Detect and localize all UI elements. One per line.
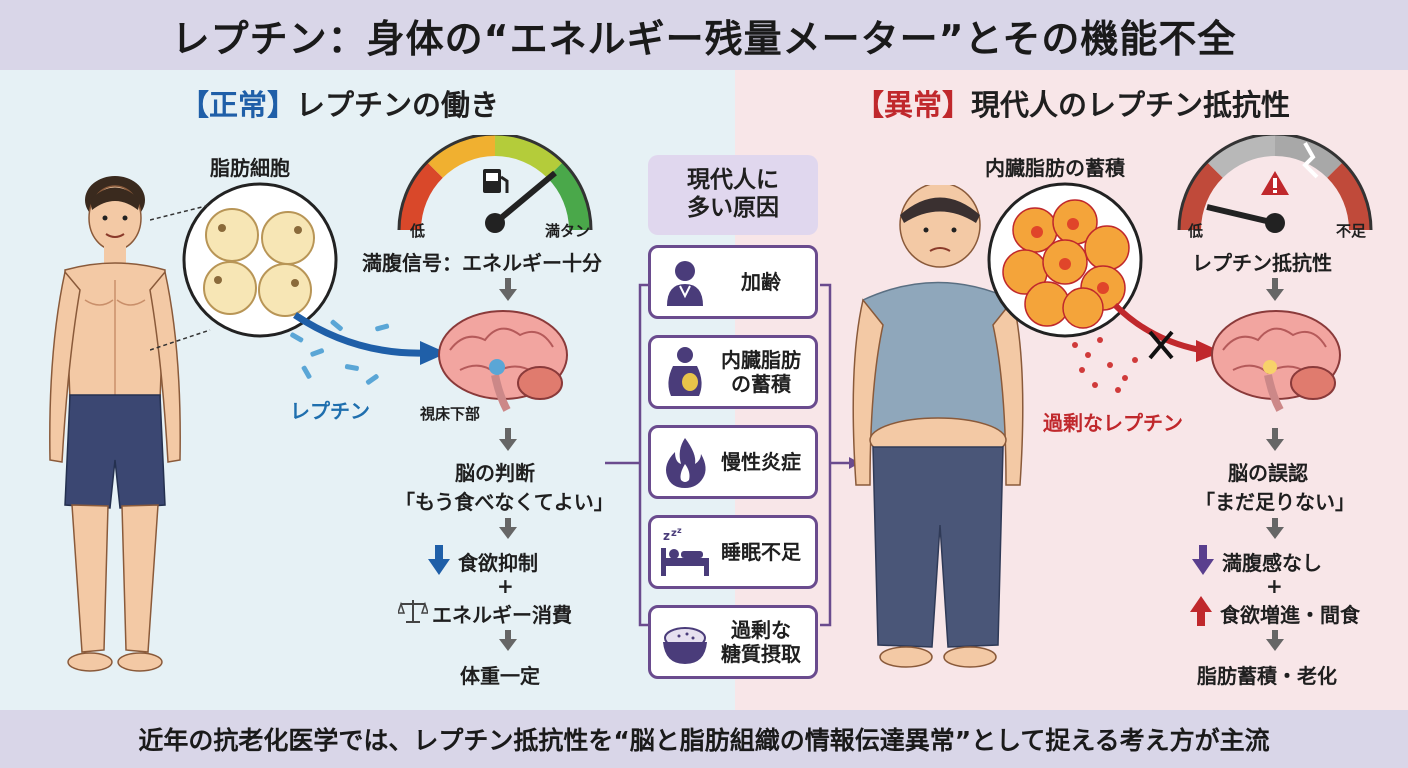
title-bar: レプチン：身体の“エネルギー残量メーター”とその機能不全 bbox=[0, 0, 1408, 70]
plus-label-right: + bbox=[1266, 574, 1283, 598]
cause-sleep-label: 睡眠不足 bbox=[721, 540, 801, 564]
visceral-fat-label: 内臓脂肪の蓄積 bbox=[985, 156, 1125, 180]
cause-sugar-label2: 糖質摂取 bbox=[721, 642, 801, 666]
leptin-excess-arrow bbox=[1072, 302, 1222, 393]
causes-header: 現代人に 多い原因 bbox=[648, 155, 818, 235]
cause-aging-label: 加齢 bbox=[741, 270, 781, 294]
arrow-down-icon bbox=[1266, 439, 1284, 451]
sleep-icon: z z z bbox=[661, 526, 709, 576]
brain-misjudgement-quote: 「まだ足りない」 bbox=[1195, 490, 1355, 514]
arrow-down-icon bbox=[499, 639, 517, 651]
fat-cell-label: 脂肪細胞 bbox=[210, 156, 290, 180]
appetite-suppression-label: 食欲抑制 bbox=[458, 551, 538, 575]
brain-judgement-title: 脳の判断 bbox=[455, 461, 535, 485]
footer-bar: 近年の抗老化医学では、レプチン抵抗性を“脳と脂肪組織の情報伝達異常”として捉える… bbox=[0, 710, 1408, 768]
arrow-down-icon bbox=[499, 439, 517, 451]
brain-abnormal-illustration bbox=[1211, 310, 1341, 412]
causes-header-line2: 多い原因 bbox=[687, 195, 779, 221]
gauge-full-label: 満タン bbox=[545, 222, 591, 240]
plus-label: + bbox=[497, 574, 514, 598]
belly-fat-icon bbox=[668, 347, 702, 396]
cause-visceral-fat-label1: 内臓脂肪 bbox=[721, 348, 801, 372]
cause-sleep: z z z 睡眠不足 bbox=[648, 515, 818, 589]
gauge-low-label: 低 bbox=[410, 222, 426, 240]
footer-text: 近年の抗老化医学では、レプチン抵抗性を“脳と脂肪組織の情報伝達異常”として捉える… bbox=[138, 726, 1270, 755]
leptin-label: レプチン bbox=[290, 399, 370, 423]
excess-leptin-label: 過剰なレプチン bbox=[1043, 411, 1183, 435]
rice-bowl-icon bbox=[663, 627, 707, 664]
cause-visceral-fat: 内臓脂肪の蓄積 bbox=[648, 335, 818, 409]
normal-heading-text: レプチンの働き bbox=[296, 88, 500, 122]
leptin-resistance-label: レプチン抵抗性 bbox=[1192, 251, 1332, 275]
balance-scale-icon bbox=[398, 600, 428, 623]
svg-text:z: z bbox=[671, 528, 677, 539]
fat-cell-illustration bbox=[182, 182, 338, 338]
leptin-release-arrow bbox=[290, 312, 447, 385]
normal-heading: 【正常】レプチンの働き bbox=[180, 82, 499, 124]
gauge-insufficient-label: 不足 bbox=[1336, 222, 1367, 240]
arrow-down-icon bbox=[1266, 527, 1284, 539]
energy-gauge-broken bbox=[1177, 135, 1373, 233]
weight-stable-label: 体重一定 bbox=[460, 664, 540, 688]
energy-gauge-full bbox=[397, 135, 593, 233]
zoom-dashed-lines bbox=[150, 204, 211, 351]
down-arrow-blue-icon bbox=[428, 545, 450, 575]
visceral-fat-illustration bbox=[987, 182, 1143, 338]
cause-aging: 加齢 bbox=[648, 245, 818, 319]
up-arrow-red-icon bbox=[1190, 596, 1212, 626]
abnormal-heading-text: 現代人のレプチン抵抗性 bbox=[971, 88, 1291, 122]
arrow-down-icon bbox=[499, 527, 517, 539]
causes-bracket bbox=[605, 283, 860, 627]
gauge-low-label-right: 低 bbox=[1188, 222, 1204, 240]
no-satiety-label: 満腹感なし bbox=[1222, 551, 1322, 575]
satiety-signal-label: 満腹信号：エネルギー十分 bbox=[362, 251, 602, 275]
abnormal-heading: 【異常】現代人のレプチン抵抗性 bbox=[855, 82, 1290, 124]
appetite-increase-label: 食欲増進・間食 bbox=[1220, 603, 1360, 627]
page-title: レプチン：身体の“エネルギー残量メーター”とその機能不全 bbox=[171, 16, 1237, 61]
arrow-down-icon bbox=[499, 289, 517, 301]
brain-misjudgement-title: 脳の誤認 bbox=[1228, 461, 1308, 485]
svg-text:z: z bbox=[677, 526, 682, 535]
causes-header-line1: 現代人に bbox=[687, 167, 779, 194]
arrow-down-icon bbox=[1266, 289, 1284, 301]
brain-judgement-quote: 「もう食べなくてよい」 bbox=[395, 490, 614, 514]
energy-consumption-label: エネルギー消費 bbox=[432, 603, 572, 627]
abnormal-tag: 【異常】 bbox=[855, 88, 972, 122]
elderly-person-icon bbox=[667, 261, 703, 306]
cause-inflammation: 慢性炎症 bbox=[648, 425, 818, 499]
brain-normal-illustration bbox=[438, 310, 568, 412]
hypothalamus-label: 視床下部 bbox=[420, 405, 481, 423]
cause-visceral-fat-label2: の蓄積 bbox=[731, 372, 791, 396]
arrow-down-icon bbox=[1266, 639, 1284, 651]
down-arrow-purple-icon bbox=[1192, 545, 1214, 575]
svg-text:z: z bbox=[663, 529, 670, 543]
fat-aging-result-label: 脂肪蓄積・老化 bbox=[1197, 664, 1337, 688]
cause-inflammation-label: 慢性炎症 bbox=[721, 450, 801, 474]
obese-man-figure bbox=[852, 185, 1024, 668]
cause-sugar: 過剰な糖質摂取 bbox=[648, 605, 818, 679]
normal-tag: 【正常】 bbox=[180, 88, 297, 122]
flame-icon bbox=[666, 438, 706, 488]
cause-sugar-label1: 過剰な bbox=[731, 618, 791, 642]
normal-man-figure bbox=[49, 176, 181, 672]
